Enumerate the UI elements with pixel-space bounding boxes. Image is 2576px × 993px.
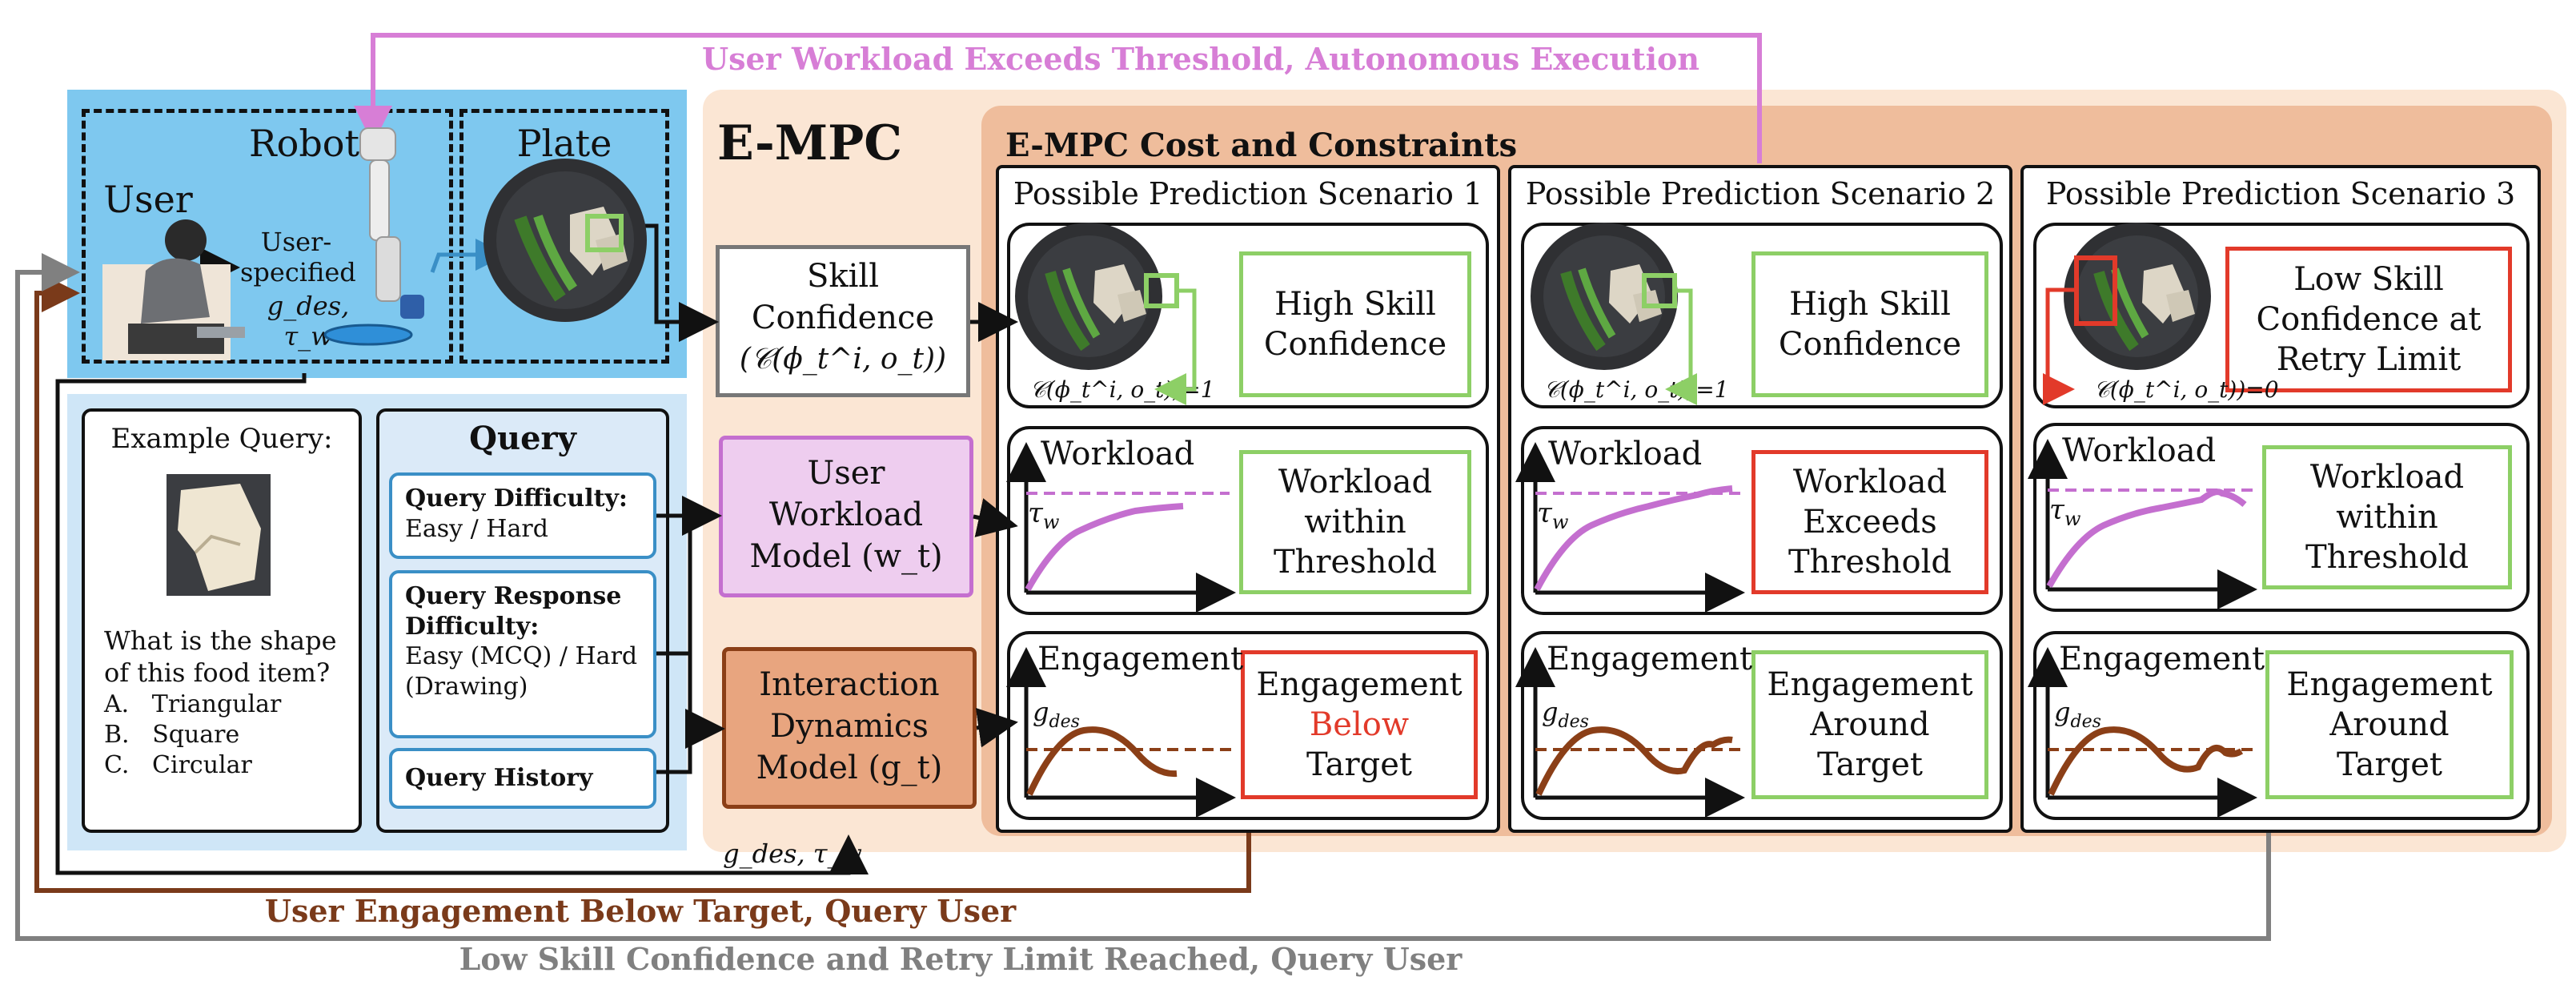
scenario-3-workload-result: Workload within Threshold: [2262, 445, 2512, 589]
scenario-1-engagement-result: Engagement Below Target: [1241, 650, 1478, 799]
query-history-label: Query History: [405, 764, 593, 793]
interaction-dynamics-line3: Model (g_t): [756, 750, 943, 786]
scenario-3-confidence-result: Low Skill Confidence at Retry Limit: [2225, 247, 2512, 392]
query-title: Query: [469, 420, 576, 457]
scenario-2-engagement-result-line3: Target: [1817, 746, 1923, 783]
scenario-2-engagement-label: Engagement: [1547, 641, 1753, 677]
cost-constraints-title: E-MPC Cost and Constraints: [1005, 127, 1518, 164]
scenario-1-engagement-result-line2: Below: [1309, 706, 1410, 743]
scenario-3-engagement-result-line2: Around: [2329, 706, 2450, 743]
scenario-2-title: Possible Prediction Scenario 2: [1525, 176, 1996, 211]
user-workload-line1: User: [807, 455, 885, 492]
scenario-1-confidence-result: High Skill Confidence: [1239, 251, 1471, 397]
user-workload-line2: Workload: [768, 496, 924, 533]
query-response-field: Query Response Difficulty: Easy (MCQ) / …: [389, 570, 656, 738]
feedback-top-label: User Workload Exceeds Threshold, Autonom…: [702, 41, 1699, 77]
scenario-1-engagement-label: Engagement: [1037, 641, 1244, 677]
skill-confidence-line2: Confidence: [751, 300, 935, 336]
user-specified-line2: specified: [240, 257, 356, 287]
scenario-1-engagement-result-line3: Target: [1306, 746, 1412, 783]
query-response-value: Easy (MCQ) / Hard (Drawing): [405, 642, 638, 701]
scenario-3-title: Possible Prediction Scenario 3: [2045, 176, 2516, 211]
example-query-question: What is the shape of this food item?: [104, 625, 337, 688]
scenario-2-workload-result: Workload Exceeds Threshold: [1751, 450, 1988, 594]
scenario-1-title: Possible Prediction Scenario 1: [1013, 176, 1483, 211]
scenario-3-confidence-value: 𝒞(ϕ_t^i, o_t))=0: [2093, 376, 2279, 403]
plate-label: Plate: [516, 122, 612, 165]
query-difficulty-value: Easy / Hard: [405, 514, 548, 543]
feedback-engagement-label: User Engagement Below Target, Query User: [264, 893, 1017, 929]
query-response-label: Query Response Difficulty:: [405, 582, 622, 641]
scenario-3-workload-label: Workload: [2062, 432, 2217, 469]
query-difficulty-label: Query Difficulty:: [405, 484, 628, 513]
feedback-confidence-label: Low Skill Confidence and Retry Limit Rea…: [459, 941, 1463, 977]
scenario-2-engagement-result-line1: Engagement: [1767, 666, 1973, 703]
query-difficulty-field: Query Difficulty: Easy / Hard: [389, 472, 656, 559]
scenario-3-engagement-result-line3: Target: [2337, 746, 2442, 783]
scenario-2-workload-label: Workload: [1548, 436, 1703, 472]
empc-title: E-MPC: [717, 115, 903, 171]
user-specified-line1: User-: [260, 227, 332, 257]
scenario-2-confidence-result: High Skill Confidence: [1751, 251, 1988, 397]
bottom-params-label: g_des, τ_w: [723, 838, 862, 869]
example-query-title: Example Query:: [110, 423, 333, 455]
scenario-1-workload-result: Workload within Threshold: [1239, 450, 1471, 594]
user-workload-line3: Model (w_t): [749, 538, 943, 575]
skill-confidence-line3: (𝒞(ϕ_t^i, o_t)): [739, 343, 947, 376]
scenario-2-engagement-result-line2: Around: [1810, 706, 1930, 743]
interaction-dynamics-line2: Dynamics: [770, 708, 929, 745]
scenario-3-engagement-label: Engagement: [2059, 641, 2265, 677]
scenario-1-engagement-result-line1: Engagement: [1256, 666, 1463, 703]
scenario-3-engagement-result-line1: Engagement: [2286, 666, 2493, 703]
user-specified-params: g_des, τ_w: [267, 291, 350, 352]
robot-label: Robot: [249, 122, 359, 165]
scenario-2-engagement-result: Engagement Around Target: [1751, 650, 1988, 799]
interaction-dynamics-line1: Interaction: [759, 666, 940, 703]
user-label: User: [103, 178, 193, 221]
example-query-option-a: A. Triangular: [104, 690, 282, 718]
scenario-1-workload-label: Workload: [1041, 436, 1195, 472]
query-history-field: Query History: [389, 748, 656, 809]
scenario-1-confidence-value: 𝒞(ϕ_t^i, o_t))=1: [1029, 376, 1215, 403]
example-query-option-c: C. Circular: [104, 751, 252, 779]
scenario-3-engagement-result: Engagement Around Target: [2265, 650, 2514, 799]
skill-confidence-line1: Skill: [806, 258, 880, 295]
scenario-2-confidence-value: 𝒞(ϕ_t^i, o_t))=1: [1543, 376, 1729, 403]
example-query-option-b: B. Square: [104, 721, 240, 749]
